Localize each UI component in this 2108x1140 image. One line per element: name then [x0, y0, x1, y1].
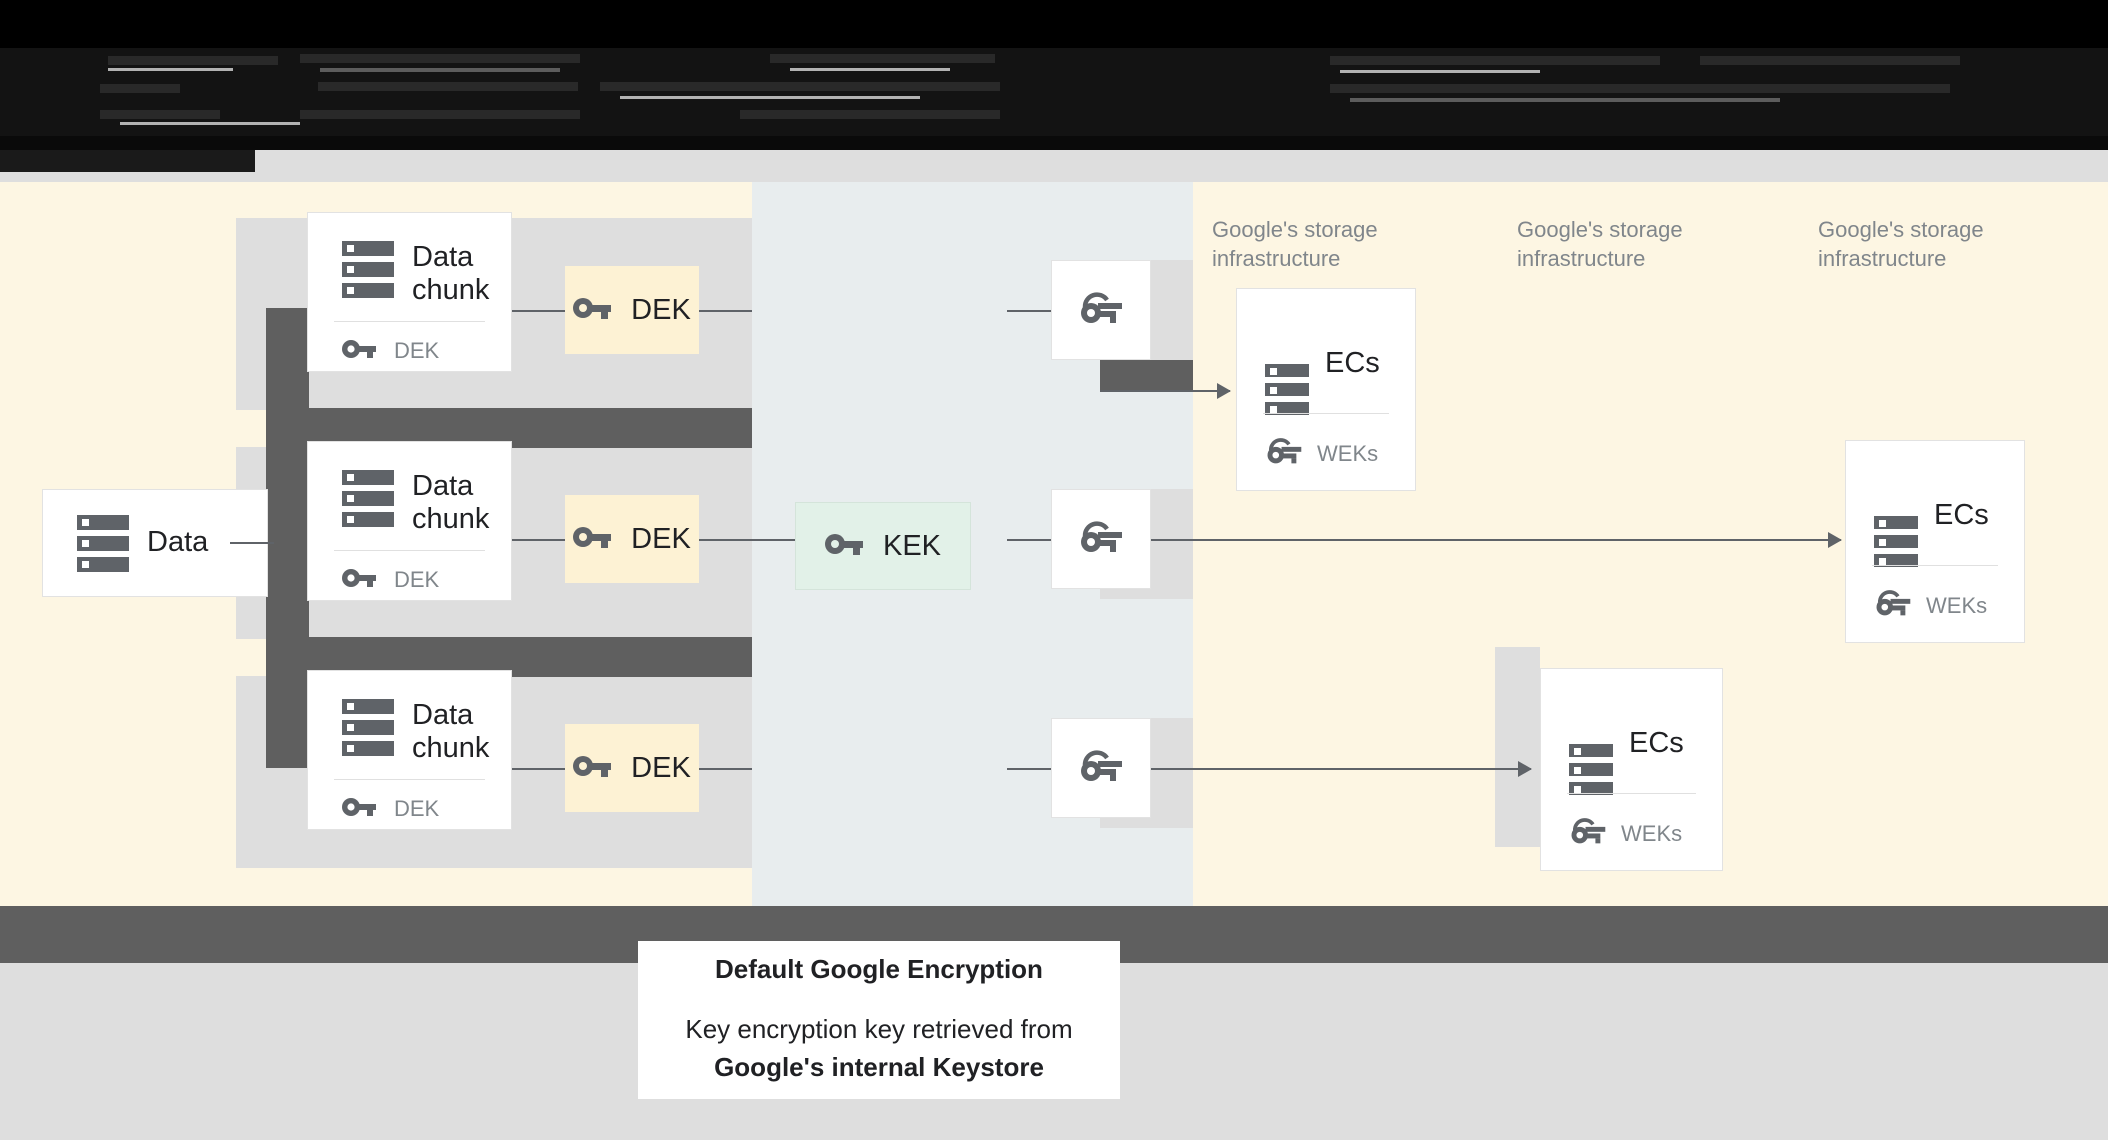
connector-source-to-chunks: [230, 542, 274, 544]
connector-chunk2-dek: [512, 539, 565, 541]
box-kek-label: KEK: [882, 529, 942, 562]
key-icon: [342, 797, 376, 822]
caption-line-1: Key encryption key retrieved from: [685, 1013, 1073, 1044]
card-data-source-title: Data: [147, 526, 209, 559]
card-divider: [1263, 413, 1389, 414]
card-ecs-key-label: WEKs: [1317, 440, 1379, 466]
card-ecs-3[interactable]: ECs WEKs: [1540, 668, 1723, 871]
box-dek-2[interactable]: DEK: [565, 495, 699, 583]
key-icon: [342, 339, 376, 364]
card-chunk-key-label: DEK: [394, 338, 440, 363]
wrapped-key-icon: [1874, 589, 1912, 622]
box-dek-3[interactable]: DEK: [565, 724, 699, 812]
server-icon: [1874, 516, 1918, 567]
card-chunk-key-label: DEK: [394, 796, 440, 821]
box-dek-1[interactable]: DEK: [565, 266, 699, 354]
card-divider: [1567, 793, 1696, 794]
key-icon: [573, 297, 612, 324]
arrow-wk3-to-ec3: [1151, 761, 1532, 777]
backplate-ec-3: [1495, 647, 1540, 847]
wrapped-key-icon: [1079, 749, 1123, 788]
header-top-black-band: [0, 0, 2108, 48]
box-dek-label: DEK: [631, 293, 691, 326]
infra-label-3: Google's storage infrastructure: [1818, 217, 1984, 271]
arrow-wk1-to-ec1: [1100, 383, 1231, 399]
header-residual-block: [0, 150, 255, 172]
card-data-chunk-1[interactable]: Data chunk DEK: [307, 212, 512, 372]
card-ecs-title: ECs: [1934, 498, 1989, 531]
card-divider: [334, 779, 485, 780]
connector-dek1-out: [699, 310, 752, 312]
key-icon: [342, 568, 376, 593]
server-icon: [1265, 364, 1309, 415]
card-chunk-title: Data chunk: [412, 470, 490, 536]
card-ecs-key-label: WEKs: [1621, 820, 1683, 846]
server-icon: [1569, 744, 1613, 795]
connector-kek-wk2: [1007, 539, 1051, 541]
wrapped-key-box-1[interactable]: [1051, 260, 1151, 360]
key-icon: [573, 755, 612, 782]
caption-line-2: Google's internal Keystore: [714, 1051, 1044, 1082]
connector-chunk3-dek: [512, 768, 565, 770]
card-ecs-1[interactable]: ECs WEKs: [1236, 288, 1416, 491]
group-bar-vertical: [266, 308, 309, 768]
card-ecs-key-row: WEKs: [1569, 817, 1682, 850]
infra-label-2: Google's storage infrastructure: [1517, 217, 1683, 271]
card-chunk-key-row: DEK: [342, 796, 439, 822]
card-chunk-title: Data chunk: [412, 241, 490, 307]
box-kek[interactable]: KEK: [795, 502, 971, 590]
group-bar-wk-1: [1100, 360, 1193, 392]
connector-wk3-in: [1007, 768, 1051, 770]
box-dek-label: DEK: [631, 751, 691, 784]
wrapped-key-box-2[interactable]: [1051, 489, 1151, 589]
caption-title: Default Google Encryption: [715, 953, 1043, 984]
server-icon: [342, 699, 394, 756]
caption-panel: Default Google Encryption Key encryption…: [638, 941, 1120, 1099]
key-icon: [824, 533, 863, 560]
caption-body: Key encryption key retrieved from Google…: [685, 1011, 1072, 1086]
card-ecs-title: ECs: [1629, 726, 1684, 759]
card-ecs-key-row: WEKs: [1265, 437, 1378, 470]
wrapped-key-icon: [1079, 291, 1123, 330]
card-divider: [1872, 565, 1998, 566]
card-ecs-key-label: WEKs: [1926, 592, 1988, 618]
card-ecs-2[interactable]: ECs WEKs: [1845, 440, 2025, 643]
arrow-wk2-to-ec2: [1151, 532, 1842, 548]
box-dek-label: DEK: [631, 522, 691, 555]
server-icon: [342, 241, 394, 298]
key-icon: [573, 526, 612, 553]
card-data-chunk-3[interactable]: Data chunk DEK: [307, 670, 512, 830]
card-ecs-key-row: WEKs: [1874, 589, 1987, 622]
connector-dek2-kek: [699, 539, 795, 541]
card-ecs-title: ECs: [1325, 346, 1380, 379]
card-chunk-key-row: DEK: [342, 338, 439, 364]
card-chunk-key-label: DEK: [394, 567, 440, 592]
connector-wk1-in: [1007, 310, 1051, 312]
card-divider: [334, 550, 485, 551]
wrapped-key-icon: [1265, 437, 1303, 470]
header-corrupted-text-band: [0, 48, 2108, 150]
connector-dek3-out: [699, 768, 752, 770]
card-chunk-title: Data chunk: [412, 699, 490, 765]
wrapped-key-box-3[interactable]: [1051, 718, 1151, 818]
infra-label-1: Google's storage infrastructure: [1212, 217, 1378, 271]
card-data-chunk-2[interactable]: Data chunk DEK: [307, 441, 512, 601]
connector-chunk1-dek: [512, 310, 565, 312]
card-divider: [334, 321, 485, 322]
server-icon: [77, 514, 129, 572]
wrapped-key-icon: [1079, 520, 1123, 559]
card-chunk-key-row: DEK: [342, 567, 439, 593]
server-icon: [342, 470, 394, 527]
wrapped-key-icon: [1569, 817, 1607, 850]
